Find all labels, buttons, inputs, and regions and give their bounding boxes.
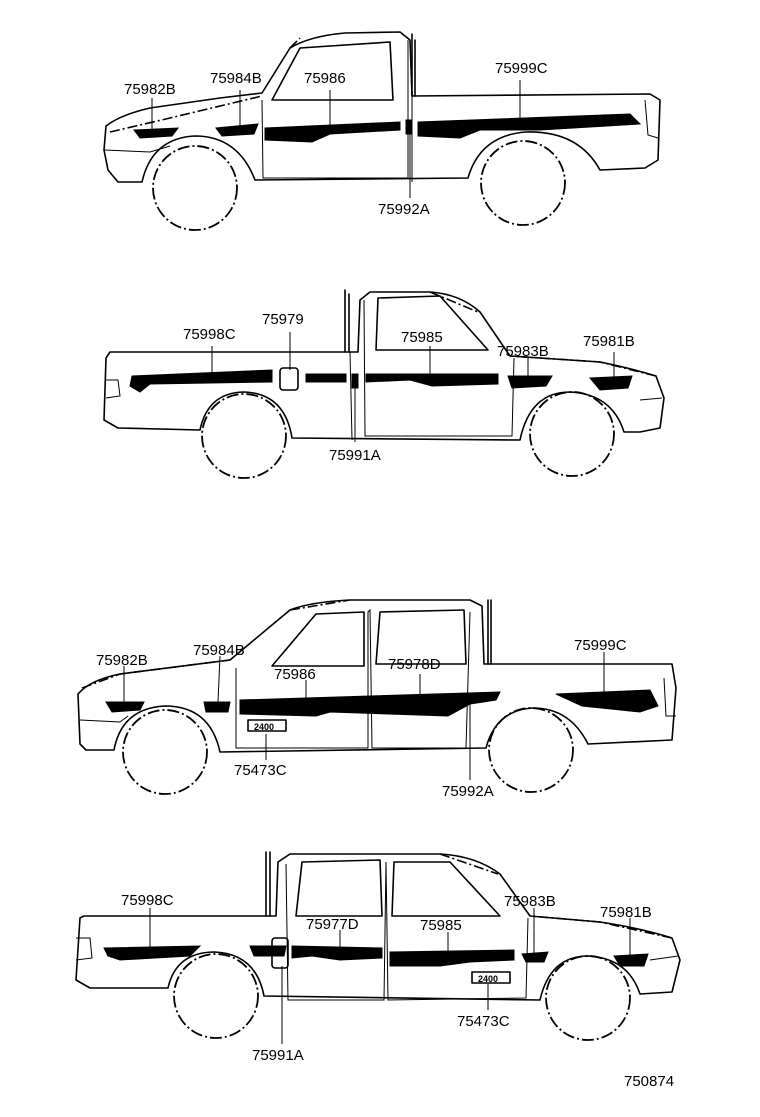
truck-3-label: 75978D [388, 656, 441, 673]
truck-4-label: 75998C [121, 892, 174, 909]
truck-2-label: 75991A [329, 447, 381, 464]
truck-1-rear-wheel [480, 140, 566, 226]
truck-4-label: 75977D [306, 916, 359, 933]
truck-3-front-wheel [122, 709, 208, 795]
truck-4-label: 75981B [600, 904, 652, 921]
truck-1-front-wheel [152, 145, 238, 231]
truck-4-rear-wheel [173, 953, 259, 1039]
truck-3-emblem [247, 719, 287, 732]
truck-3-front-window [271, 611, 365, 667]
truck-2-door [363, 299, 515, 437]
figure-code: 750874 [624, 1073, 674, 1090]
truck-4-label: 75985 [420, 917, 462, 934]
truck-4-front-wheel [545, 955, 631, 1041]
truck-1-body [103, 31, 661, 183]
truck-4-front-window [391, 861, 501, 917]
truck-1-label: 75984B [210, 70, 262, 87]
truck-2-label: 75981B [583, 333, 635, 350]
truck-3: 2400 75982B 75984B 75986 75978D 75999C 7… [77, 599, 677, 800]
truck-3-body [77, 599, 677, 753]
truck-4-body [75, 853, 681, 1001]
truck-1-label: 75986 [304, 70, 346, 87]
truck-3-label: 75473C [234, 762, 287, 779]
truck-4-label: 75983B [504, 893, 556, 910]
truck-2-label: 75985 [401, 329, 443, 346]
truck-1-door [261, 40, 409, 179]
truck-1-label: 75999C [495, 60, 548, 77]
truck-4-rear-window [295, 859, 383, 917]
truck-3-rear-window [375, 609, 467, 665]
truck-3-label: 75986 [274, 666, 316, 683]
truck-3-label: 75982B [96, 652, 148, 669]
truck-2-label: 75979 [262, 311, 304, 328]
truck-2-front-wheel [529, 391, 615, 477]
truck-2: 75998C 75979 75985 75983B 75981B 75991A [103, 289, 665, 479]
truck-1-window [271, 41, 394, 101]
truck-1-label: 75992A [378, 201, 430, 218]
truck-3-label: 75992A [442, 783, 494, 800]
truck-2-body [103, 291, 665, 441]
truck-1: 75982B 75984B 75986 75999C 75992A [103, 31, 661, 231]
truck-3-label: 75999C [574, 637, 627, 654]
truck-4-emblem [471, 971, 511, 984]
truck-4-label: 75991A [252, 1047, 304, 1064]
truck-3-emblem-text: 2400 [254, 722, 274, 732]
truck-2-rear-wheel [201, 393, 287, 479]
truck-2-label: 75998C [183, 326, 236, 343]
truck-1-label: 75982B [124, 81, 176, 98]
truck-2-window [375, 295, 489, 351]
truck-4-label: 75473C [457, 1013, 510, 1030]
truck-2-label: 75983B [497, 343, 549, 360]
truck-3-rear-wheel [488, 707, 574, 793]
truck-3-label: 75984B [193, 642, 245, 659]
truck-4: 2400 75998C 75977D 75985 75983B 75981B 7… [75, 851, 681, 1064]
truck-4-emblem-text: 2400 [478, 974, 498, 984]
